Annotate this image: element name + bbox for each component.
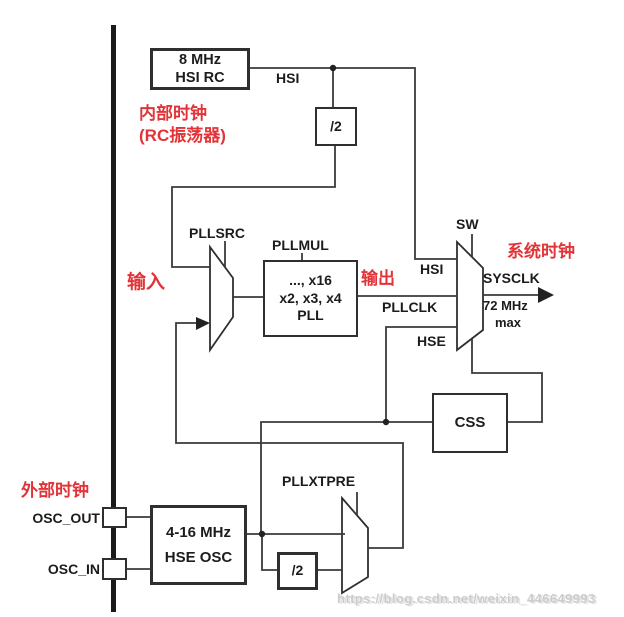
hsi-rc-line2: HSI RC: [175, 70, 225, 86]
sysclk-label: SYSCLK: [483, 270, 540, 286]
pllsrc-label: PLLSRC: [189, 225, 245, 241]
internal-clock-line2: (RC振荡器): [139, 126, 226, 146]
wire-pllxtpre-to-pllsrc: [175, 322, 404, 549]
pllclk-label: PLLCLK: [382, 299, 438, 315]
junction-dot: [258, 530, 266, 538]
hse-osc-line1: 4-16 MHz: [165, 523, 232, 541]
internal-clock-annotation: 内部时钟 (RC振荡器): [139, 103, 226, 147]
pll-line2: x2, x3, x4: [279, 289, 342, 306]
internal-clock-line1: 内部时钟: [139, 104, 207, 123]
css-box: CSS: [432, 393, 508, 453]
output-annotation: 输出: [361, 269, 395, 288]
sw-hse-input-label: HSE: [417, 333, 446, 349]
osc-out-pad: [102, 507, 127, 528]
wire-div2-to-pllsrc: [171, 146, 336, 268]
osc-in-label: OSC_IN: [47, 561, 100, 577]
watermark-url: https://blog.csdn.net/weixin_446649993: [337, 591, 596, 606]
arrowhead-pllsrc-input: [196, 317, 210, 330]
wire-hse-to-div2: [261, 534, 277, 571]
wire-sw-to-css: [471, 339, 543, 423]
hse-div2-label: /2: [291, 562, 304, 579]
osc-out-label: OSC_OUT: [32, 510, 100, 526]
junction-dot: [329, 64, 337, 72]
pll-line3: PLL: [297, 307, 324, 324]
arrowhead-sysclk: [538, 287, 554, 303]
pllxtpre-mux: [341, 495, 369, 595]
system-clock-annotation: 系统时钟: [507, 242, 575, 261]
wire-hsi-to-sw: [248, 67, 457, 260]
sysclk-freq-label: 72 MHz: [483, 298, 528, 313]
input-annotation: 输入: [127, 272, 166, 293]
hsi-div2-box: /2: [315, 107, 357, 146]
pll-box: ..., x16 x2, x3, x4 PLL: [263, 260, 358, 337]
pllmul-label: PLLMUL: [272, 237, 329, 253]
external-clock-annotation: 外部时钟: [21, 481, 89, 500]
pllxtpre-label: PLLXTPRE: [282, 473, 356, 489]
css-label: CSS: [454, 413, 486, 431]
osc-in-pad: [102, 558, 127, 580]
chip-boundary-line: [111, 25, 116, 612]
wire-hse-to-sw: [385, 326, 457, 422]
hse-osc-line2: HSE OSC: [164, 549, 233, 566]
junction-dot: [382, 418, 390, 426]
sysclk-max-label: max: [495, 315, 522, 330]
hsi-div2-label: /2: [330, 117, 342, 134]
wire-hse-to-css: [260, 421, 432, 534]
pll-line1: ..., x16: [289, 272, 332, 289]
sw-hsi-input-label: HSI: [420, 261, 444, 277]
hsi-wire-label: HSI: [276, 70, 300, 86]
hsi-rc-box: 8 MHz HSI RC: [150, 48, 250, 90]
sw-label: SW: [456, 216, 479, 232]
hse-osc-box: 4-16 MHz HSE OSC: [150, 505, 247, 585]
pllsrc-mux: [209, 244, 234, 353]
sw-mux: [456, 239, 484, 352]
hsi-rc-line1: 8 MHz: [179, 51, 221, 68]
hse-div2-box: /2: [277, 552, 318, 590]
